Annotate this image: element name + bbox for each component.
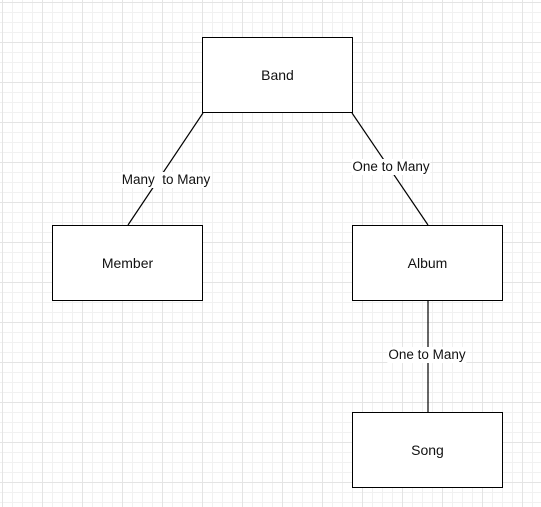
entity-band[interactable]: Band: [202, 37, 353, 113]
entity-band-label: Band: [261, 67, 294, 83]
edge-label-band-member: Many to Many: [120, 172, 212, 188]
entity-album[interactable]: Album: [352, 225, 503, 301]
entity-member-label: Member: [101, 255, 154, 271]
entity-song-label: Song: [411, 442, 444, 458]
entity-album-label: Album: [407, 255, 448, 271]
edge-label-album-song: One to Many: [387, 347, 467, 363]
entity-member[interactable]: Member: [52, 225, 203, 301]
edge-label-band-album: One to Many: [351, 159, 431, 175]
connector-band-member[interactable]: [127, 112, 204, 226]
entity-song[interactable]: Song: [352, 412, 503, 488]
